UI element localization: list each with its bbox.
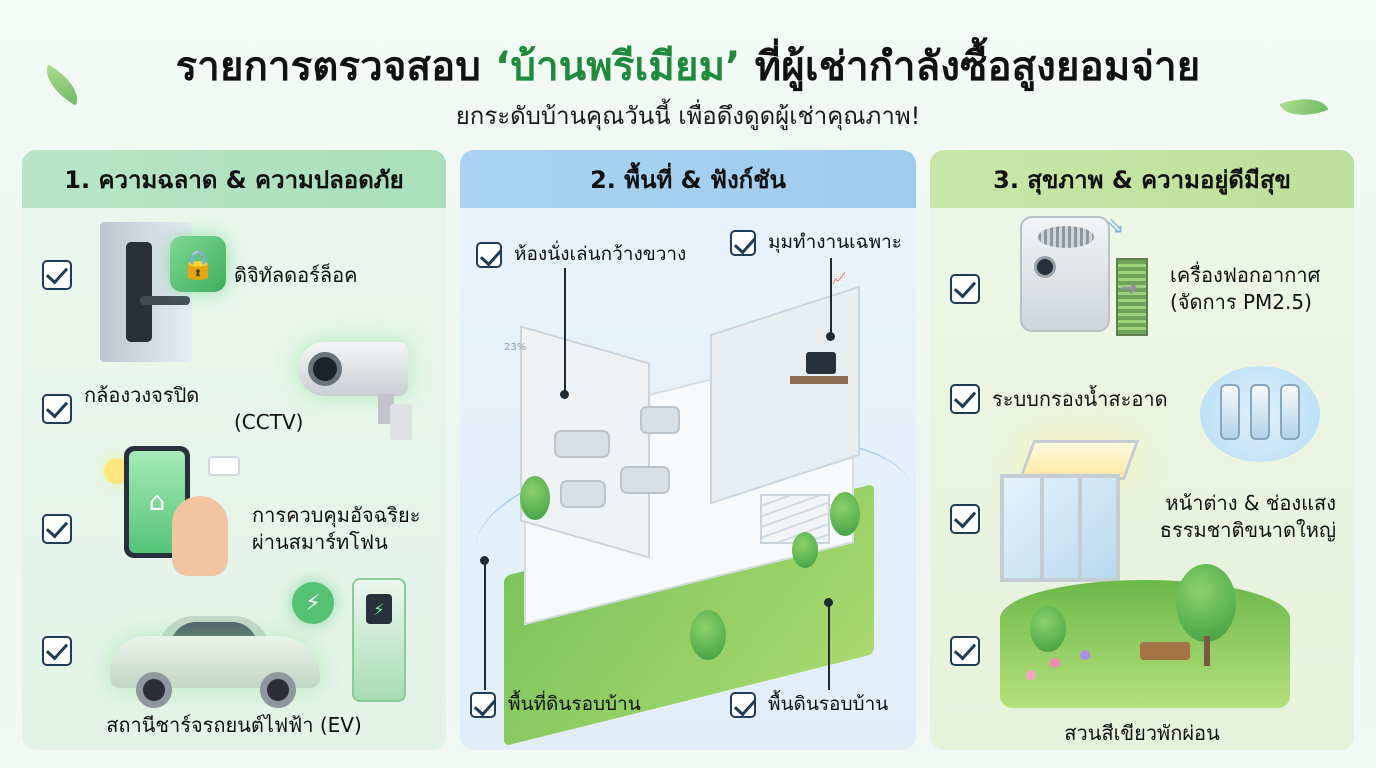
checkbox-icon	[42, 636, 72, 666]
pointer-dot	[824, 598, 833, 607]
title-highlight: ‘บ้านพรีเมียม’	[495, 44, 741, 90]
large-window-icon	[1000, 474, 1120, 582]
pointer-dot	[480, 556, 489, 565]
panel-space-function: 2. พื้นที่ & ฟังก์ชัน 📈 23% ห้องนั่งเล่น…	[460, 150, 916, 750]
checkbox-icon	[950, 504, 980, 534]
checklist-item: ห้องนั่งเล่นกว้างขวาง	[476, 242, 686, 268]
checklist-item: การควบคุมอัจฉริยะผ่านสมาร์ทโฟน	[42, 502, 421, 556]
airflow-arrow-icon: ➜	[1120, 276, 1139, 301]
stat-badge: 23%	[504, 342, 527, 353]
checklist-item: เครื่องฟอกอากาศ(จัดการ PM2.5)	[950, 262, 1320, 316]
panel-smart-security: 1. ความฉลาด & ความปลอดภัย 🔒 ดิจิทัลดอร์ล…	[22, 150, 446, 750]
monitor-icon	[806, 352, 836, 374]
item-label: ดิจิทัลดอร์ล็อค	[234, 262, 358, 287]
checklist-item	[950, 636, 980, 666]
desk-icon	[790, 376, 848, 384]
checklist-item: กล้องวงจรปิด(CCTV)	[42, 382, 303, 436]
checklist-item: พื้นที่ดินรอบบ้าน	[470, 692, 641, 718]
panel-heading: 3. สุขภาพ & ความอยู่ดีมีสุข	[930, 150, 1354, 208]
tree-icon	[792, 532, 818, 568]
title-text: รายการตรวจสอบ	[175, 44, 496, 90]
pointer-dot	[560, 390, 569, 399]
isometric-house-illustration	[465, 280, 916, 747]
checkbox-icon	[950, 636, 980, 666]
water-filter-icon	[1200, 366, 1320, 462]
panel-heading: 1. ความฉลาด & ความปลอดภัย	[22, 150, 446, 208]
chart-badge: 📈	[832, 272, 846, 285]
tree-icon	[1176, 564, 1236, 642]
checklist-item	[950, 504, 980, 534]
tree-icon	[830, 492, 860, 536]
bench-icon	[1140, 642, 1190, 660]
checkbox-icon	[470, 692, 496, 718]
panel-heading: 2. พื้นที่ & ฟังก์ชัน	[460, 150, 916, 208]
page-title: รายการตรวจสอบ ‘บ้านพรีเมียม’ ที่ผู้เช่าก…	[0, 34, 1376, 98]
armchair-icon	[560, 480, 606, 508]
item-label: เครื่องฟอกอากาศ(จัดการ PM2.5)	[1170, 263, 1321, 314]
hand-icon	[172, 496, 228, 576]
item-label: การควบคุมอัจฉริยะผ่านสมาร์ทโฟน	[252, 503, 421, 554]
pointer-dot	[826, 332, 835, 341]
item-label: สวนสีเขียวพักผ่อน	[1064, 721, 1220, 745]
item-label: ห้องนั่งเล่นกว้างขวาง	[514, 243, 687, 266]
checkbox-icon	[42, 514, 72, 544]
checklist-item	[42, 636, 72, 666]
air-filter-icon	[1116, 258, 1148, 336]
air-purifier-icon	[1020, 216, 1110, 332]
armchair-icon	[640, 406, 680, 434]
pointer-line	[830, 258, 832, 336]
pointer-line	[564, 268, 566, 396]
item-label: หน้าต่าง & ช่องแสงธรรมชาติขนาดใหญ่	[1159, 491, 1336, 542]
checklist-item: ดิจิทัลดอร์ล็อค	[42, 260, 358, 290]
electric-car-icon	[110, 616, 330, 708]
tree-icon	[520, 476, 550, 520]
item-label: พื้นดินรอบบ้าน	[768, 693, 889, 716]
pointer-line	[828, 602, 830, 690]
sofa-icon	[554, 430, 610, 458]
tree-trunk	[1204, 636, 1210, 666]
item-label: มุมทำงานเฉพาะ	[768, 231, 903, 254]
title-text-end: ที่ผู้เช่ากำลังซื้อสูงยอมจ่าย	[740, 44, 1201, 90]
lightning-icon: ⚡	[292, 582, 334, 624]
item-label: กล้องวงจรปิด(CCTV)	[84, 383, 304, 434]
flower-icon	[1026, 670, 1036, 680]
checklist-item: พื้นดินรอบบ้าน	[730, 692, 888, 718]
checkbox-icon	[950, 274, 980, 304]
flower-icon	[1050, 658, 1060, 668]
tree-icon	[1030, 606, 1066, 652]
pointer-line	[484, 560, 486, 690]
checklist-item: ระบบกรองน้ำสะอาด	[950, 384, 1168, 414]
checkbox-icon	[42, 260, 72, 290]
ev-charger-icon: ⚡	[352, 578, 406, 702]
checklist-item: มุมทำงานเฉพาะ	[730, 230, 902, 256]
sofa-icon	[620, 466, 670, 494]
padlock-icon: 🔒	[170, 236, 226, 292]
item-label: ระบบกรองน้ำสะอาด	[992, 386, 1168, 411]
item-label: พื้นที่ดินรอบบ้าน	[508, 693, 641, 716]
checkbox-icon	[730, 230, 756, 256]
cctv-camera-icon	[298, 342, 428, 442]
tree-icon	[690, 610, 726, 660]
checkbox-icon	[476, 242, 502, 268]
staircase	[760, 494, 830, 544]
flower-icon	[1080, 650, 1090, 660]
panel-health-wellbeing: 3. สุขภาพ & ความอยู่ดีมีสุข ⇘ ➜ เครื่องฟ…	[930, 150, 1354, 750]
page-subtitle: ยกระดับบ้านคุณวันนี้ เพื่อดึงดูดผู้เช่าค…	[455, 102, 921, 130]
air-conditioner-icon	[208, 456, 240, 476]
checkbox-icon	[730, 692, 756, 718]
checkbox-icon	[950, 384, 980, 414]
checkbox-icon	[42, 394, 72, 424]
item-label: สถานีชาร์จรถยนต์ไฟฟ้า (EV)	[106, 713, 362, 737]
airflow-arrow-icon: ⇘	[1106, 214, 1125, 239]
